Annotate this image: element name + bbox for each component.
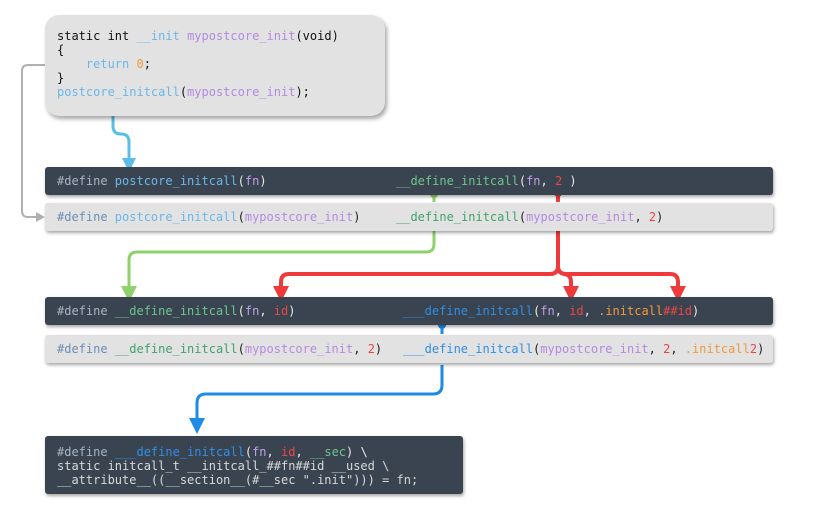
code-line-5: postcore_initcall(mypostcore_init); [57,85,310,99]
code-line-1: static int __init mypostcore_init(void) [57,29,339,43]
row3-define: #define __define_initcall(fn, id) [57,304,296,318]
macro-expansion-row-2: #define postcore_initcall(mypostcore_ini… [45,203,773,231]
row1-define: #define postcore_initcall(fn) [57,174,267,188]
macro-expansion-row-4: #define __define_initcall(mypostcore_ini… [45,335,773,363]
blue-arrowhead [189,418,205,434]
row2-define: #define postcore_initcall(mypostcore_ini… [57,210,361,224]
red-arrowhead-mid [563,286,579,302]
code-line-4: } [57,71,65,85]
final-line-1: #define ___define_initcall(fn, id, __sec… [57,445,368,459]
red-arrowhead-right [670,286,686,302]
red-arrowhead-left [273,286,289,302]
macro-definition-row-1: #define postcore_initcall(fn) __define_i… [45,167,773,195]
code-line-3: return 0; [57,57,151,71]
gray-connector [21,64,45,218]
row4-expansion: ___define_initcall(mypostcore_init, 2, .… [403,342,765,356]
row4-define: #define __define_initcall(mypostcore_ini… [57,342,383,356]
row2-expansion: __define_initcall(mypostcore_init, 2) [396,210,664,224]
final-line-2: static initcall_t __initcall_##fn##id __… [57,459,390,473]
macro-definition-row-3: #define __define_initcall(fn, id) ___def… [45,297,773,325]
cyan-connector [111,104,131,160]
red-connector-right [566,272,680,288]
final-line-3: __attribute__((__section__(#__sec ".init… [57,473,419,487]
red-connector-mid [556,265,573,288]
blue-connector [195,365,444,420]
source-code-box: static int __init mypostcore_init(void) … [45,15,385,116]
red-connector-trunk [279,231,560,288]
green-connector [127,231,436,288]
final-macro-definition: #define ___define_initcall(fn, id, __sec… [45,436,463,494]
green-arrowhead [121,286,137,302]
row1-expansion: __define_initcall(fn, 2 ) [396,174,577,188]
gray-arrowhead [36,212,45,222]
row3-expansion: ___define_initcall(fn, id, .initcall##id… [403,304,700,318]
code-line-2: { [57,43,65,57]
cyan-arrowhead [122,158,136,172]
